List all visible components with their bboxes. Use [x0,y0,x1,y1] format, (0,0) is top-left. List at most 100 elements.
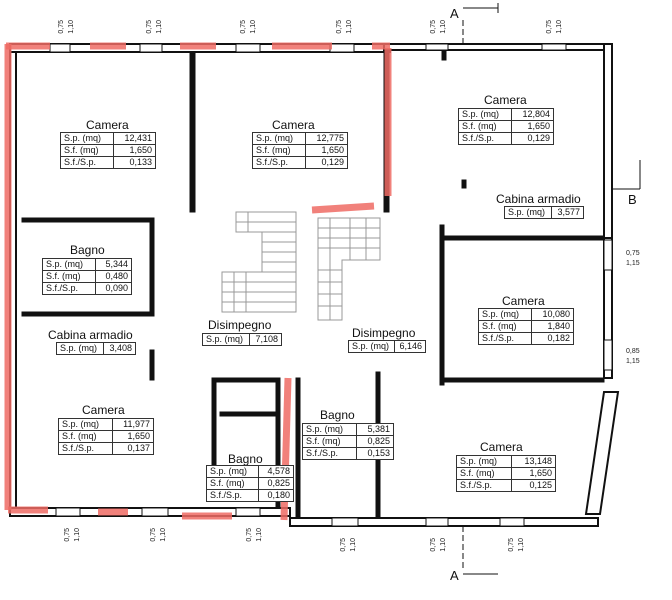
value: 0,129 [305,156,348,169]
area-table-bagno-c: S.p. (mq)5,381 S.f. (mq)0,825 S.f./S.p.0… [301,423,394,460]
label: S.f. (mq) [455,467,513,480]
value: 1,840 [531,320,574,333]
stairs-left [221,211,297,313]
area-table-bagno-l: S.p. (mq)5,344 S.f. (mq)0,480 S.f./S.p.0… [41,258,132,295]
value: 0,180 [258,489,294,502]
label: S.p. (mq) [347,340,396,353]
value: 12,804 [511,108,554,121]
room-title-disimpegno-r: Disimpegno [352,326,416,340]
section-line-b [612,160,641,190]
value: 1,650 [111,430,155,443]
room-title-camera-br: Camera [480,440,523,454]
area-table-camera-mr: S.p. (mq)10,080 S.f. (mq)1,840 S.f./S.p.… [477,308,574,345]
label: S.p. (mq) [503,206,553,219]
window-sill-dim: 0,75 [340,538,347,552]
value: 0,825 [356,435,394,448]
label: S.p. (mq) [251,132,307,145]
window-sill-dim: 0,75 [246,528,253,542]
room-title-bagno-l: Bagno [70,243,105,257]
label: S.p. (mq) [457,108,513,121]
window-height-dim: 1,10 [440,538,447,552]
label: S.f. (mq) [251,144,307,157]
value: 1,650 [511,467,556,480]
label: S.f. (mq) [59,144,115,157]
area-table-bagno-b: S.p. (mq)4,578 S.f. (mq)0,825 S.f./S.p.0… [205,465,294,502]
window-height-dim: 1,15 [626,260,640,267]
label: S.f. (mq) [457,120,513,133]
value: 12,775 [305,132,348,145]
value: 0,153 [356,447,394,460]
label: S.f./S.p. [41,282,97,295]
section-mark-a-bottom: A [450,568,459,583]
label: S.f./S.p. [455,479,513,492]
label: S.p. (mq) [55,342,105,355]
window-sill-dim: 0,75 [546,20,553,34]
value: 0,133 [113,156,156,169]
window-height-dim: 1,10 [518,538,525,552]
label: S.p. (mq) [205,465,260,478]
label: S.f. (mq) [205,477,260,490]
value: 13,148 [511,455,556,468]
value: 10,080 [531,308,574,321]
value: 3,408 [103,342,136,355]
room-title-camera-bl: Camera [82,403,125,417]
value: 5,344 [95,258,132,271]
window-height-dim: 1,10 [68,20,75,34]
label: S.f./S.p. [477,332,533,345]
label: S.f. (mq) [477,320,533,333]
area-table-camera-tr: S.p. (mq)12,804 S.f. (mq)1,650 S.f./S.p.… [457,108,554,145]
window-height-dim: 1,10 [250,20,257,34]
label: S.f./S.p. [457,132,513,145]
label: S.p. (mq) [41,258,97,271]
room-title-cabina-l: Cabina armadio [48,328,133,342]
label: S.f. (mq) [301,435,358,448]
value: 3,577 [551,206,584,219]
window-height-dim: 1,10 [350,538,357,552]
label: S.p. (mq) [477,308,533,321]
room-title-bagno-b: Bagno [228,452,263,466]
area-table-camera-tl: S.p. (mq)12,431 S.f. (mq)1,650 S.f./S.p.… [59,132,156,169]
value: 0,825 [258,477,294,490]
window-height-dim: 1,10 [74,528,81,542]
value: 1,650 [113,144,156,157]
room-title-cabina-r: Cabina armadio [496,192,581,206]
value: 1,650 [305,144,348,157]
label: S.f./S.p. [59,156,115,169]
window-sill-dim: 0,75 [336,20,343,34]
section-line-a [462,3,499,575]
room-title-camera-tr: Camera [484,93,527,107]
window-height-dim: 1,10 [156,20,163,34]
value: 11,977 [111,418,155,431]
area-table-cabina-l: S.p. (mq)3,408 [55,342,136,355]
windows [49,43,613,527]
window-sill-dim: 0,75 [240,20,247,34]
value: 4,578 [258,465,294,478]
value: 1,650 [511,120,554,133]
value: 0,129 [511,132,554,145]
label: S.p. (mq) [455,455,513,468]
label: S.f./S.p. [301,447,358,460]
section-mark-a-top: A [450,6,459,21]
window-height-dim: 1,10 [556,20,563,34]
window-sill-dim: 0,75 [64,528,71,542]
label: S.f. (mq) [41,270,97,283]
label: S.p. (mq) [301,423,358,436]
window-height-dim: 1,10 [256,528,263,542]
label: S.f./S.p. [251,156,307,169]
window-height-dim: 1,10 [346,20,353,34]
room-title-disimpegno-l: Disimpegno [208,318,272,332]
value: 6,146 [394,340,426,353]
window-sill-dim: 0,75 [508,538,515,552]
label: S.p. (mq) [58,418,113,431]
area-table-disimpegno-l: S.p. (mq)7,108 [201,333,282,346]
value: 0,137 [111,442,155,455]
room-title-camera-tl: Camera [86,118,129,132]
window-sill-dim: 0,75 [430,20,437,34]
value: 0,480 [95,270,132,283]
stairs-right [317,217,381,321]
value: 12,431 [113,132,156,145]
label: S.p. (mq) [201,333,251,346]
value: 5,381 [356,423,394,436]
value: 0,090 [95,282,132,295]
